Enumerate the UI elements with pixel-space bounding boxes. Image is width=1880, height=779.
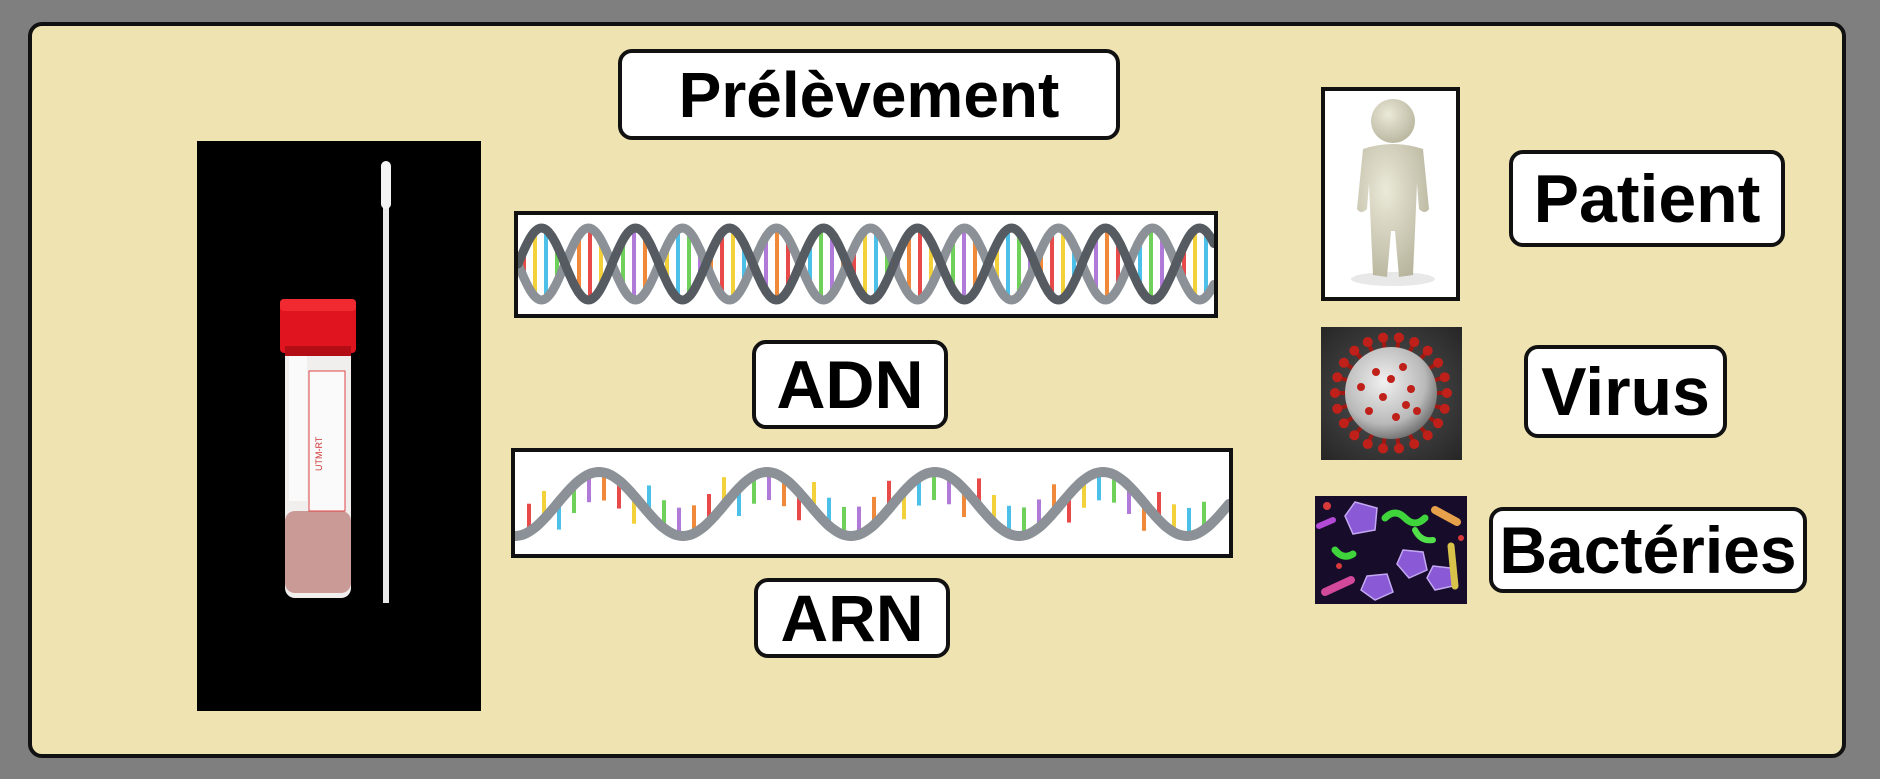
virus-spike-head [1332,372,1343,383]
virus-spike-head [1362,438,1373,449]
bacteries-text: Bactéries [1499,513,1797,587]
virus-spike-head [1442,388,1452,398]
virus-surface-protein [1365,407,1373,415]
dna-double-helix-icon [514,211,1218,318]
prelevement-label: Prélèvement [618,49,1120,140]
patient-text: Patient [1533,160,1761,237]
arn-label: ARN [754,578,950,658]
virus-surface-protein [1402,401,1410,409]
virus-surface-protein [1379,393,1387,401]
virus-spike-head [1439,372,1450,383]
rna-backbone [515,466,1229,542]
virus-spike-head [1349,345,1360,356]
svg-text:UTM-RT: UTM-RT [314,436,324,471]
virus-spike-head [1393,332,1404,343]
virus-spike-head [1338,418,1349,429]
virus-spike-head [1422,345,1433,356]
bacteria-cluster-icon [1315,496,1467,604]
virus-text: Virus [1541,353,1710,430]
virus-spike-head [1439,403,1450,414]
virus-surface-protein [1399,363,1407,371]
virus-spike-head [1349,430,1360,441]
virus-surface-protein [1372,368,1380,376]
bacteries-label: Bactéries [1489,507,1807,593]
virus-surface-protein [1413,407,1421,415]
virus-surface-protein [1407,385,1415,393]
adn-label: ADN [752,340,948,429]
virus-spike-head [1393,443,1404,454]
specimen-tube-and-swab-icon: UTM-RT [197,141,481,711]
patient-label: Patient [1509,150,1785,247]
virus-surface-protein [1357,383,1365,391]
dna-backbone [518,223,1214,305]
adn-text: ADN [776,346,924,423]
rna-single-strand-icon [511,448,1233,558]
virus-spike-head [1409,438,1420,449]
virus-spike-head [1362,337,1373,348]
virus-spike-head [1378,332,1389,343]
virus-spike-head [1433,418,1444,429]
virus-spike-head [1330,388,1340,398]
arn-text: ARN [780,581,924,655]
virus-label: Virus [1524,345,1727,438]
virus-surface-protein [1387,375,1395,383]
virus-spike-head [1409,337,1420,348]
dna-backbone [518,223,1214,305]
virus-spike-head [1422,430,1433,441]
prelevement-text: Prélèvement [678,58,1060,131]
virus-spike-head [1338,357,1349,368]
human-figure-icon [1321,87,1460,301]
virus-spike-head [1332,403,1343,414]
virus-surface-protein [1392,413,1400,421]
coronavirus-icon [1321,327,1462,460]
virus-spike-head [1433,357,1444,368]
virus-spike-head [1378,443,1389,454]
